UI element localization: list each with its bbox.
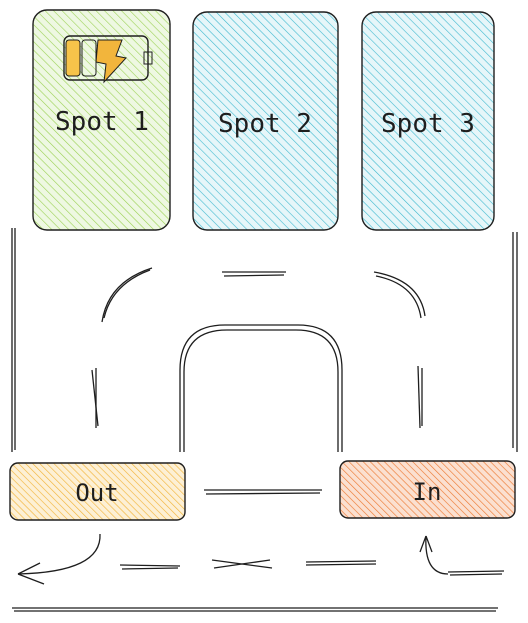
right-wall <box>512 232 518 452</box>
bottom-wall <box>12 607 498 612</box>
exit-gate: Out <box>9 462 186 521</box>
center-island <box>179 324 343 452</box>
parking-spot-2: Spot 2 <box>192 11 339 231</box>
entry-gate-label: In <box>413 478 442 506</box>
spot-2-label: Spot 2 <box>218 109 312 139</box>
entry-arrow <box>419 535 449 575</box>
route-dashes <box>91 267 505 576</box>
spot-3-label: Spot 3 <box>381 109 475 139</box>
entry-gate: In <box>339 460 516 519</box>
left-wall <box>11 228 16 452</box>
exit-gate-label: Out <box>75 479 118 507</box>
parking-spot-3: Spot 3 <box>361 11 495 231</box>
spot-1-label: Spot 1 <box>55 107 149 137</box>
exit-arrow <box>17 533 101 585</box>
car-icon <box>63 35 153 84</box>
